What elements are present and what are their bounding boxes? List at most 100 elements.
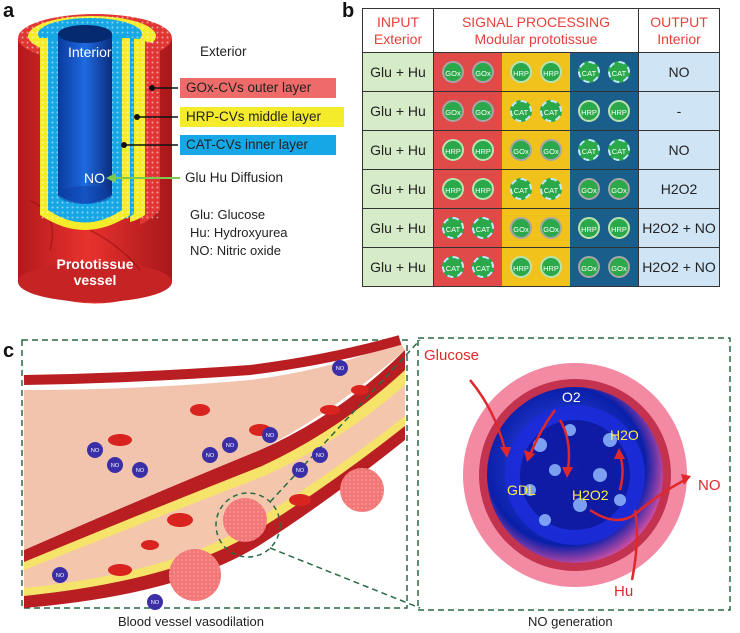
glossary-no: NO: Nitric oxide	[190, 243, 282, 258]
no-badge-text: NO	[296, 468, 305, 474]
gox-vesicle-icon: GOx	[442, 100, 464, 122]
row-input: Glu + Hu	[362, 169, 434, 209]
gox-vesicle-icon: GOx	[540, 139, 562, 161]
row-output: H2O2 + NO	[638, 208, 720, 248]
hrp-layer-label: HRP-CVs middle layer	[180, 107, 344, 127]
cat-vesicle-icon: CAT	[510, 178, 532, 200]
gox-vesicle-icon: GOx	[608, 178, 630, 200]
row-input: Glu + Hu	[362, 91, 434, 131]
cat-vesicle-icon: CAT	[442, 256, 464, 278]
diffusion-label: Glu Hu Diffusion	[185, 170, 284, 185]
no-badge-text: NO	[151, 600, 160, 606]
no-badge-text: NO	[136, 468, 145, 474]
hrp-vesicle-icon: HRP	[472, 139, 494, 161]
interior-label: Interior	[68, 44, 112, 60]
no-badge-text: NO	[56, 573, 65, 579]
header-processing: SIGNAL PROCESSING Modular prototissue	[433, 8, 639, 53]
gox-vesicle-icon: GOx	[442, 61, 464, 83]
cat-vesicle-icon: CAT	[608, 139, 630, 161]
no-badge-text: NO	[316, 453, 325, 459]
cat-vesicle-icon: CAT	[578, 61, 600, 83]
hrp-vesicle-icon: HRP	[442, 178, 464, 200]
no-interior-label: NO	[84, 170, 105, 186]
row-output: H2O2	[638, 169, 720, 209]
no-badge-text: NO	[226, 443, 235, 449]
glucose-label: Glucose	[424, 347, 479, 364]
row-output: H2O2 + NO	[638, 247, 720, 287]
no-badge-text: NO	[336, 366, 345, 372]
gox-layer-label: GOx-CVs outer layer	[180, 78, 336, 98]
no-badge-text: NO	[91, 448, 100, 454]
gox-vesicle-icon: GOx	[578, 178, 600, 200]
hrp-vesicle-icon: HRP	[510, 256, 532, 278]
gox-vesicle-icon: GOx	[540, 217, 562, 239]
h2o2-label: H2O2	[572, 487, 609, 503]
caption-no-generation: NO generation	[528, 614, 613, 629]
cat-vesicle-icon: CAT	[578, 139, 600, 161]
hrp-vesicle-icon: HRP	[510, 61, 532, 83]
o2-label: O2	[562, 389, 581, 405]
cat-vesicle-icon: CAT	[472, 217, 494, 239]
header-input: INPUT Exterior	[362, 8, 434, 53]
logic-table: INPUT Exterior SIGNAL PROCESSING Modular…	[362, 8, 720, 287]
hu-label: Hu	[614, 583, 633, 600]
gox-vesicle-icon: GOx	[472, 100, 494, 122]
no-output-label: NO	[698, 477, 721, 494]
gdl-label: GDL	[507, 482, 536, 498]
header-output-line1: OUTPUT	[650, 13, 708, 30]
row-output: NO	[638, 130, 720, 170]
row-output: -	[638, 91, 720, 131]
panel-a-letter: a	[3, 0, 15, 22]
hrp-vesicle-icon: HRP	[442, 139, 464, 161]
row-input: Glu + Hu	[362, 130, 434, 170]
h2o-label: H2O	[610, 427, 639, 443]
glossary-glu: Glu: Glucose	[190, 207, 266, 222]
row-input: Glu + Hu	[362, 52, 434, 92]
module-segment: CAT CAT	[570, 131, 638, 169]
module-segment: HRP HRP	[434, 131, 502, 169]
caption-vasodilation: Blood vessel vasodilation	[118, 614, 264, 629]
glossary: Glu: Glucose Hu: Hydroxyurea NO: Nitric …	[190, 206, 288, 260]
header-processing-line2: Modular prototissue	[474, 30, 598, 47]
module-segment: CAT CAT	[434, 209, 502, 247]
module-segment: HRP HRP	[570, 209, 638, 247]
cat-vesicle-icon: CAT	[442, 217, 464, 239]
header-processing-line1: SIGNAL PROCESSING	[461, 13, 611, 30]
header-input-line1: INPUT	[377, 13, 419, 30]
no-badges	[52, 360, 348, 610]
cat-vesicle-icon: CAT	[540, 178, 562, 200]
hrp-vesicle-icon: HRP	[540, 256, 562, 278]
hrp-vesicle-icon: HRP	[608, 217, 630, 239]
module-segment: GOx GOx	[570, 170, 638, 208]
gox-vesicle-icon: GOx	[578, 256, 600, 278]
vessel-label: Prototissue vessel	[50, 256, 140, 288]
vessel-label-line2: vessel	[73, 272, 117, 288]
header-output: OUTPUT Interior	[638, 8, 720, 53]
cat-vesicle-icon: CAT	[472, 256, 494, 278]
no-badge-text: NO	[206, 453, 215, 459]
hrp-vesicle-icon: HRP	[578, 217, 600, 239]
module-segment: CAT CAT	[502, 170, 570, 208]
cat-vesicle-icon: CAT	[540, 100, 562, 122]
no-badge-text: NO	[266, 433, 275, 439]
